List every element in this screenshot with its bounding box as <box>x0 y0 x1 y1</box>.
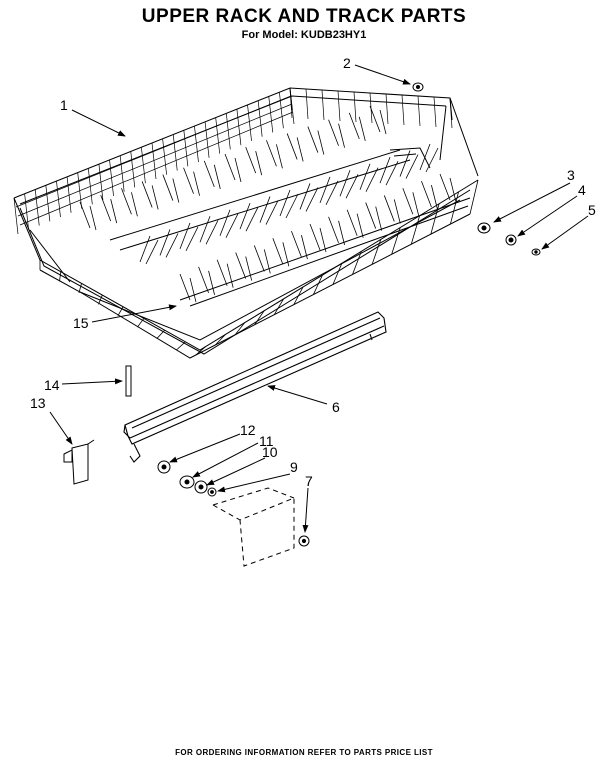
wheel-assembly <box>157 460 217 497</box>
hardware-upper-right <box>412 82 541 256</box>
hardware-7 <box>298 535 310 547</box>
callout-6: 6 <box>332 399 340 415</box>
callout-11: 11 <box>259 433 274 449</box>
callout-15: 15 <box>73 315 89 331</box>
callout-14: 14 <box>44 377 60 393</box>
rack-front-wires <box>39 179 479 356</box>
callout-10: 10 <box>262 444 278 460</box>
callout-7: 7 <box>305 473 313 489</box>
rack-back-wires <box>13 87 453 235</box>
callout-3: 3 <box>567 167 575 183</box>
callout-9: 9 <box>290 459 298 475</box>
stop-clip <box>63 439 95 485</box>
callout-1: 1 <box>60 97 68 113</box>
callout-4: 4 <box>578 182 586 198</box>
pin <box>125 365 132 397</box>
callout-13: 13 <box>30 395 46 411</box>
callout-12: 12 <box>240 422 256 438</box>
rack-tines <box>79 105 457 303</box>
page-title: UPPER RACK AND TRACK PARTS <box>141 6 467 27</box>
ordering-footer: FOR ORDERING INFORMATION REFER TO PARTS … <box>175 748 433 757</box>
dashed-housing <box>212 487 295 567</box>
track-rail <box>123 311 387 463</box>
callout-2: 2 <box>343 55 351 71</box>
callout-5: 5 <box>588 202 596 218</box>
model-subtitle: For Model: KUDB23HY1 <box>241 29 367 41</box>
